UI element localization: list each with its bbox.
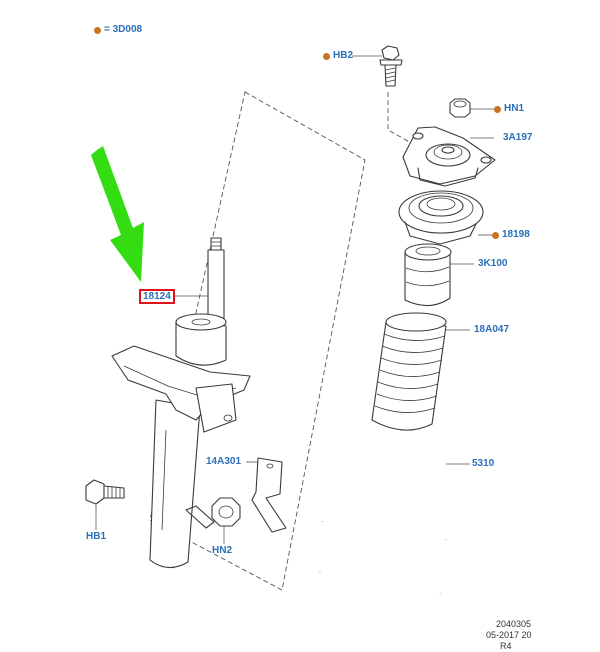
dot-18198 xyxy=(492,232,499,239)
callout-hb2: HB2 xyxy=(333,50,354,61)
bolt-hb1 xyxy=(85,479,125,505)
footer-revision: R4 xyxy=(500,641,512,651)
callout-5310: 5310 xyxy=(472,458,495,469)
dot-hb2 xyxy=(323,53,330,60)
footer-date: 05-2017 20 xyxy=(486,630,532,640)
callout-18198: 18198 xyxy=(502,229,530,240)
nut-hn2 xyxy=(211,497,241,527)
bearing-18198 xyxy=(398,190,484,245)
callout-14a301: 14A301 xyxy=(206,456,242,467)
dust-boot-18a047 xyxy=(371,312,447,431)
dash-guide-upper xyxy=(387,92,416,146)
callout-3k100: 3K100 xyxy=(478,258,508,269)
nut-hn1 xyxy=(449,98,471,118)
callout-18124-highlighted: 18124 xyxy=(139,289,175,304)
callout-hn1: HN1 xyxy=(504,103,525,114)
dot-hn1 xyxy=(494,106,501,113)
bracket-14a301 xyxy=(251,457,287,533)
footer-illustration-id: 2040305 xyxy=(496,619,532,629)
strut-18124 xyxy=(111,237,251,569)
legend-dot xyxy=(94,27,101,34)
callout-18a047: 18A047 xyxy=(474,324,510,335)
assembly-outline xyxy=(149,91,366,591)
top-mount-3a197 xyxy=(402,126,496,187)
callout-3a197: 3A197 xyxy=(503,132,533,143)
callout-hb1: HB1 xyxy=(86,531,107,542)
pointer-arrow xyxy=(91,146,144,282)
coil-spring-5310 xyxy=(318,436,449,606)
callout-hn2: HN2 xyxy=(212,545,233,556)
legend-text: = 3D008 xyxy=(104,24,143,35)
bolt-hb2 xyxy=(379,45,403,87)
bump-stop-3k100 xyxy=(404,243,452,307)
